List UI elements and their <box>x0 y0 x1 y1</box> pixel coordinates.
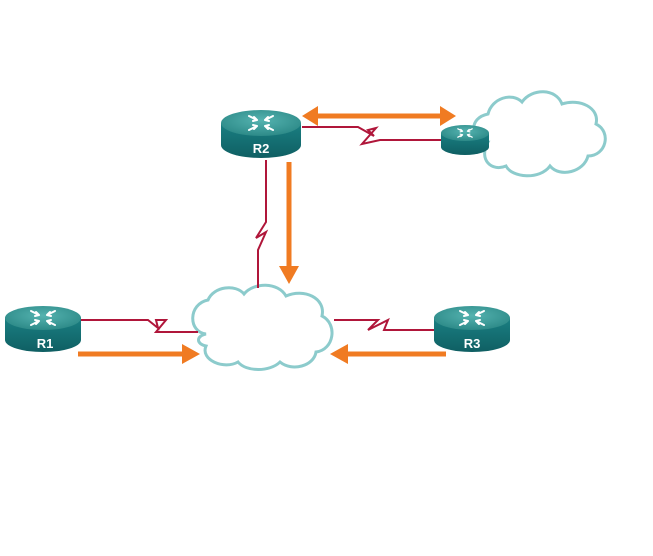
wan-cloud <box>191 283 334 371</box>
router-r1[interactable]: R1 <box>5 306 81 352</box>
traffic-arrow-r1-wan <box>78 344 200 364</box>
router-isp[interactable] <box>441 125 489 155</box>
internet-cloud <box>472 90 607 178</box>
traffic-arrow-r3-wan <box>330 344 446 364</box>
serial-link-r1-wan <box>80 319 198 333</box>
router-r2[interactable]: R2 <box>221 110 301 158</box>
router-r2-label: R2 <box>253 141 270 156</box>
traffic-arrow-r2-isp <box>302 106 456 126</box>
serial-link-r3-wan <box>334 317 436 331</box>
router-r1-label: R1 <box>37 336 54 351</box>
router-r3-label: R3 <box>464 336 481 351</box>
serial-link-r2-isp <box>302 126 444 146</box>
traffic-arrow-r2-wan <box>279 162 299 284</box>
router-r3[interactable]: R3 <box>434 306 510 352</box>
serial-link-r2-wan <box>255 160 269 288</box>
